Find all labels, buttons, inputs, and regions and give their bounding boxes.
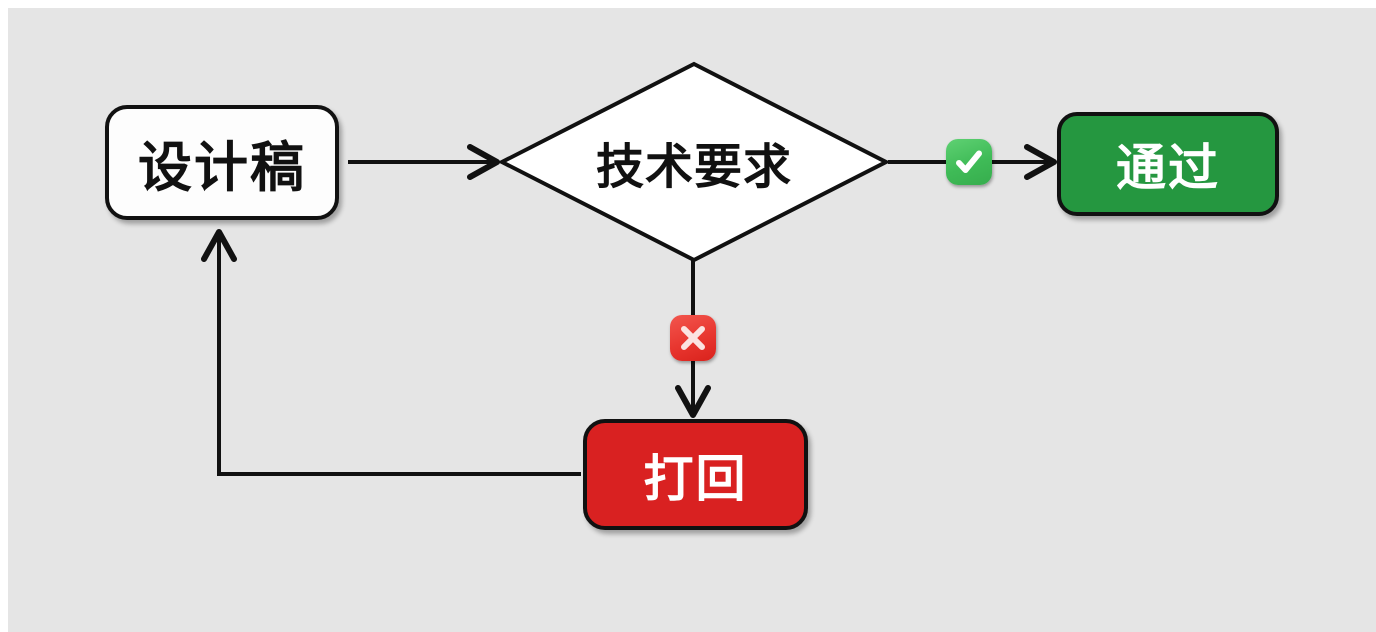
node-reject[interactable]: 打回 [583, 419, 808, 530]
edge-reject-to-design [201, 229, 581, 476]
node-design-draft[interactable]: 设计稿 [105, 105, 339, 220]
check-mark-badge-icon [946, 139, 992, 185]
node-technical-requirements-label: 技术要求 [595, 141, 792, 194]
node-pass[interactable]: 通过 [1057, 112, 1279, 216]
node-design-draft-label: 设计稿 [138, 138, 306, 198]
node-technical-requirements[interactable]: 技术要求 [500, 62, 888, 262]
cross-mark-badge-icon [670, 315, 716, 361]
node-pass-label: 通过 [1116, 140, 1220, 196]
node-reject-label: 打回 [643, 450, 748, 507]
